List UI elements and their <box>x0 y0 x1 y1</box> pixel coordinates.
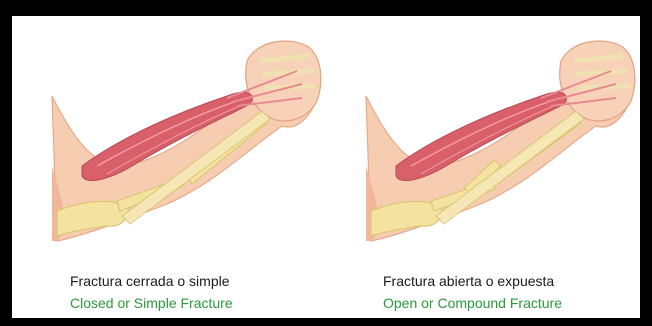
closed-fracture-arm-illustration <box>12 16 326 256</box>
panel-closed-fracture: Fractura cerrada o simple Closed or Simp… <box>12 16 326 318</box>
caption-spanish: Fractura cerrada o simple <box>70 273 230 289</box>
caption-english: Open or Compound Fracture <box>383 295 562 311</box>
panel-open-fracture: Fractura abierta o expuesta Open or Comp… <box>326 16 640 318</box>
caption-english: Closed or Simple Fracture <box>70 295 233 311</box>
open-fracture-arm-illustration <box>326 16 640 256</box>
illustration-canvas: Fractura cerrada o simple Closed or Simp… <box>12 16 640 318</box>
caption-spanish: Fractura abierta o expuesta <box>383 273 554 289</box>
